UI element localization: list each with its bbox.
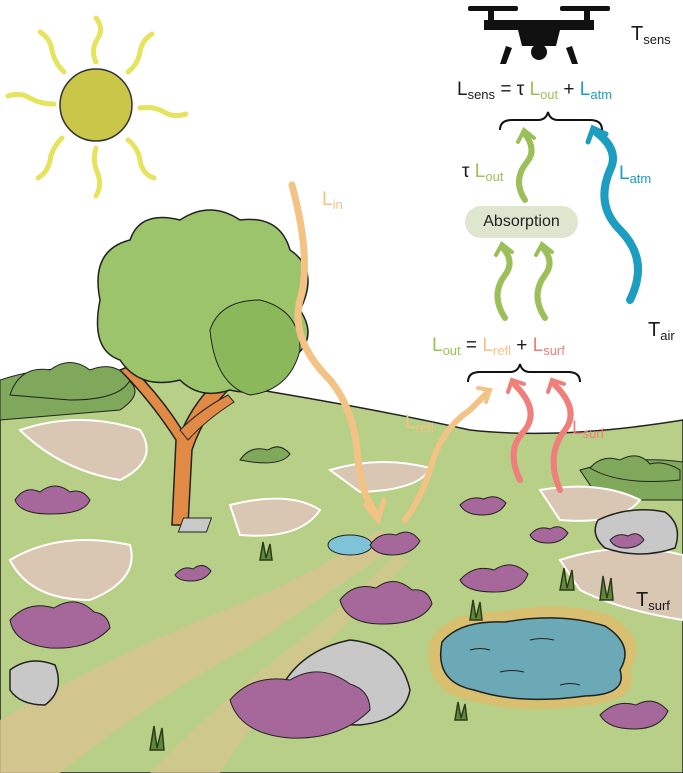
l-out-arrow-2 — [538, 248, 550, 318]
t-air-label: Tair — [648, 320, 675, 342]
t-surf-label: Tsurf — [636, 590, 670, 612]
sun-icon — [8, 18, 186, 196]
l-surf-label: Lsurf — [572, 419, 604, 440]
l-atm-label: Latm — [619, 164, 651, 185]
puddle-icon — [328, 535, 372, 555]
outgoing-brace — [468, 364, 580, 382]
tau-l-out-label: τ Lout — [462, 162, 503, 183]
sensor-equation: Lsens = τ Lout + Latm — [457, 80, 612, 101]
target-patch — [178, 518, 211, 532]
pond-icon — [428, 607, 636, 709]
tau-l-out-arrow — [519, 134, 532, 200]
t-sens-label: Tsens — [631, 24, 671, 46]
sensor-brace — [500, 112, 602, 130]
l-refl-label: Lrefl — [405, 413, 434, 434]
l-in-label: Lin — [322, 190, 343, 211]
drone-icon — [468, 6, 610, 64]
l-out-arrow-1 — [498, 248, 510, 318]
absorption-label: Absorption — [483, 213, 560, 231]
absorption-box: Absorption — [465, 206, 578, 238]
l-atm-arrow — [596, 132, 638, 300]
outgoing-equation: Lout = Lrefl + Lsurf — [432, 336, 565, 357]
